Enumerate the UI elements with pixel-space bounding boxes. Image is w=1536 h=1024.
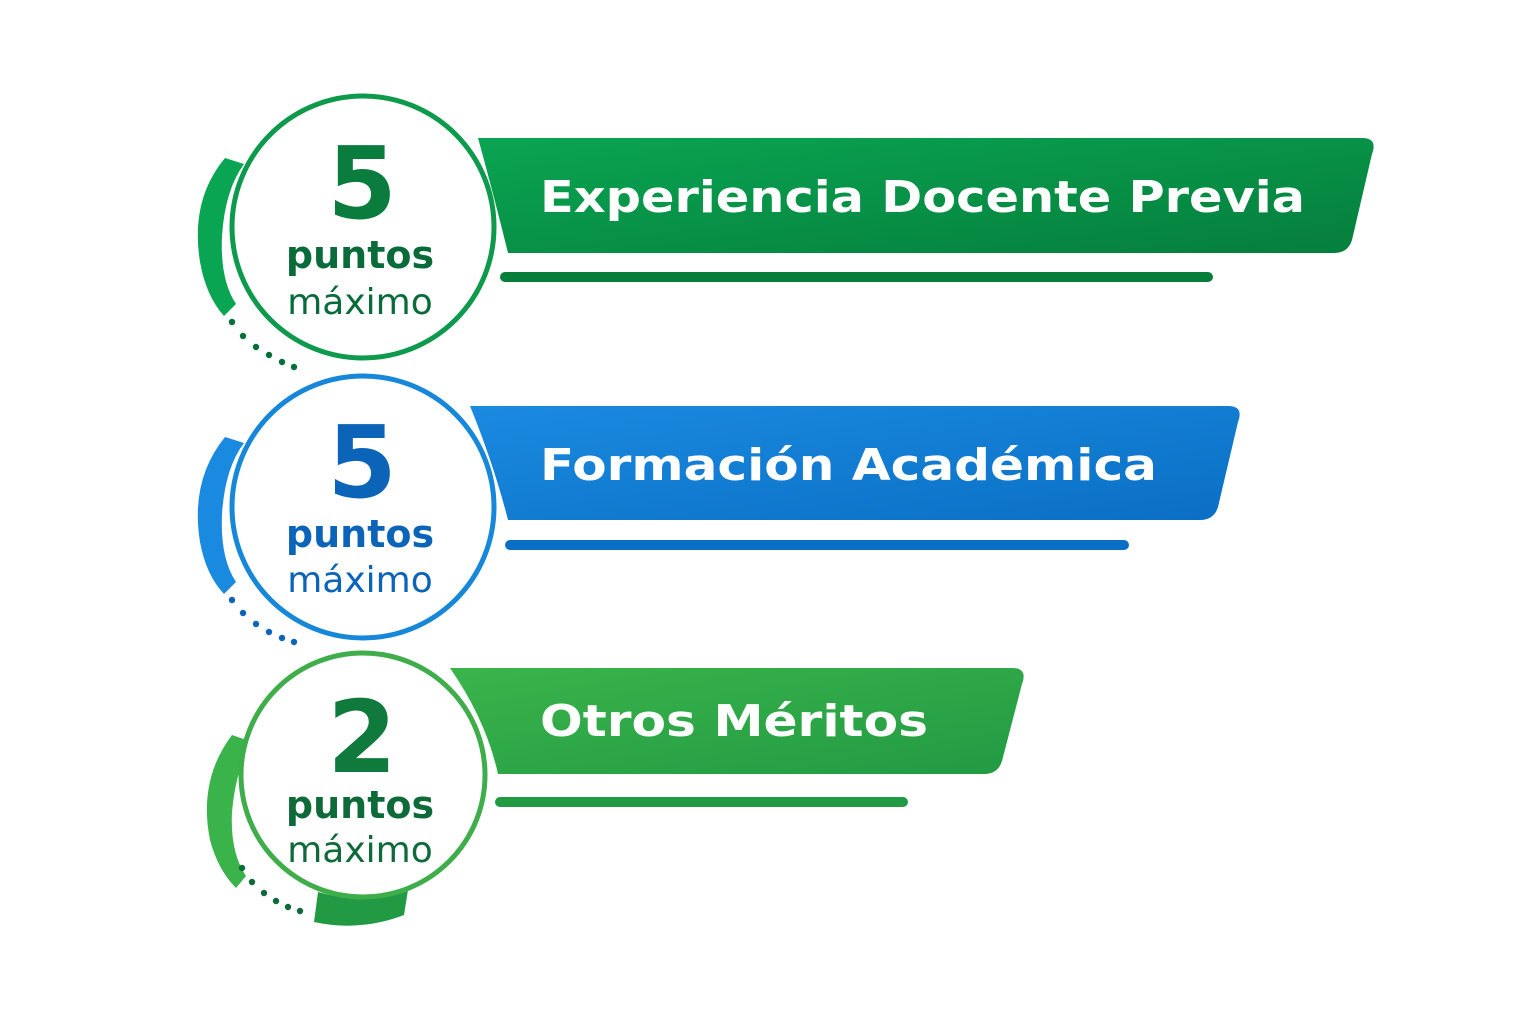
bottom-arc-3: [314, 890, 408, 926]
banner-1: [478, 138, 1374, 253]
criterion-label-1: Experiencia Docente Previa: [540, 172, 1305, 223]
criterion-1: 5 puntos máximo Experiencia Docente Prev…: [197, 93, 1374, 371]
outer-arc-1: [197, 158, 244, 316]
criterion-label-2: Formación Académica: [540, 440, 1157, 491]
points-unit-1: puntos: [286, 233, 434, 277]
criterion-3: 2 puntos máximo Otros Méritos: [206, 650, 1024, 926]
criterion-label-3: Otros Méritos: [540, 696, 928, 747]
banner-2: [470, 406, 1240, 520]
dotted-trail-2: [228, 596, 298, 646]
points-qualifier-3: máximo: [287, 830, 433, 871]
badge-circle-2: [229, 373, 497, 641]
outer-arc-2: [197, 437, 244, 594]
criterion-2: 5 puntos máximo Formación Académica: [197, 373, 1240, 646]
points-qualifier-1: máximo: [287, 282, 433, 323]
outer-arc-3: [206, 735, 252, 888]
points-value-2: 5: [327, 404, 397, 521]
points-value-1: 5: [327, 125, 397, 242]
banner-3: [450, 668, 1024, 774]
dotted-trail-1: [228, 318, 298, 371]
dotted-trail-3: [238, 864, 304, 915]
points-value-3: 2: [327, 679, 397, 796]
badge-circle-1: [229, 93, 497, 361]
points-qualifier-2: máximo: [287, 560, 433, 601]
points-unit-3: puntos: [286, 783, 434, 827]
points-unit-2: puntos: [286, 512, 434, 556]
badge-circle-3: [238, 650, 488, 900]
